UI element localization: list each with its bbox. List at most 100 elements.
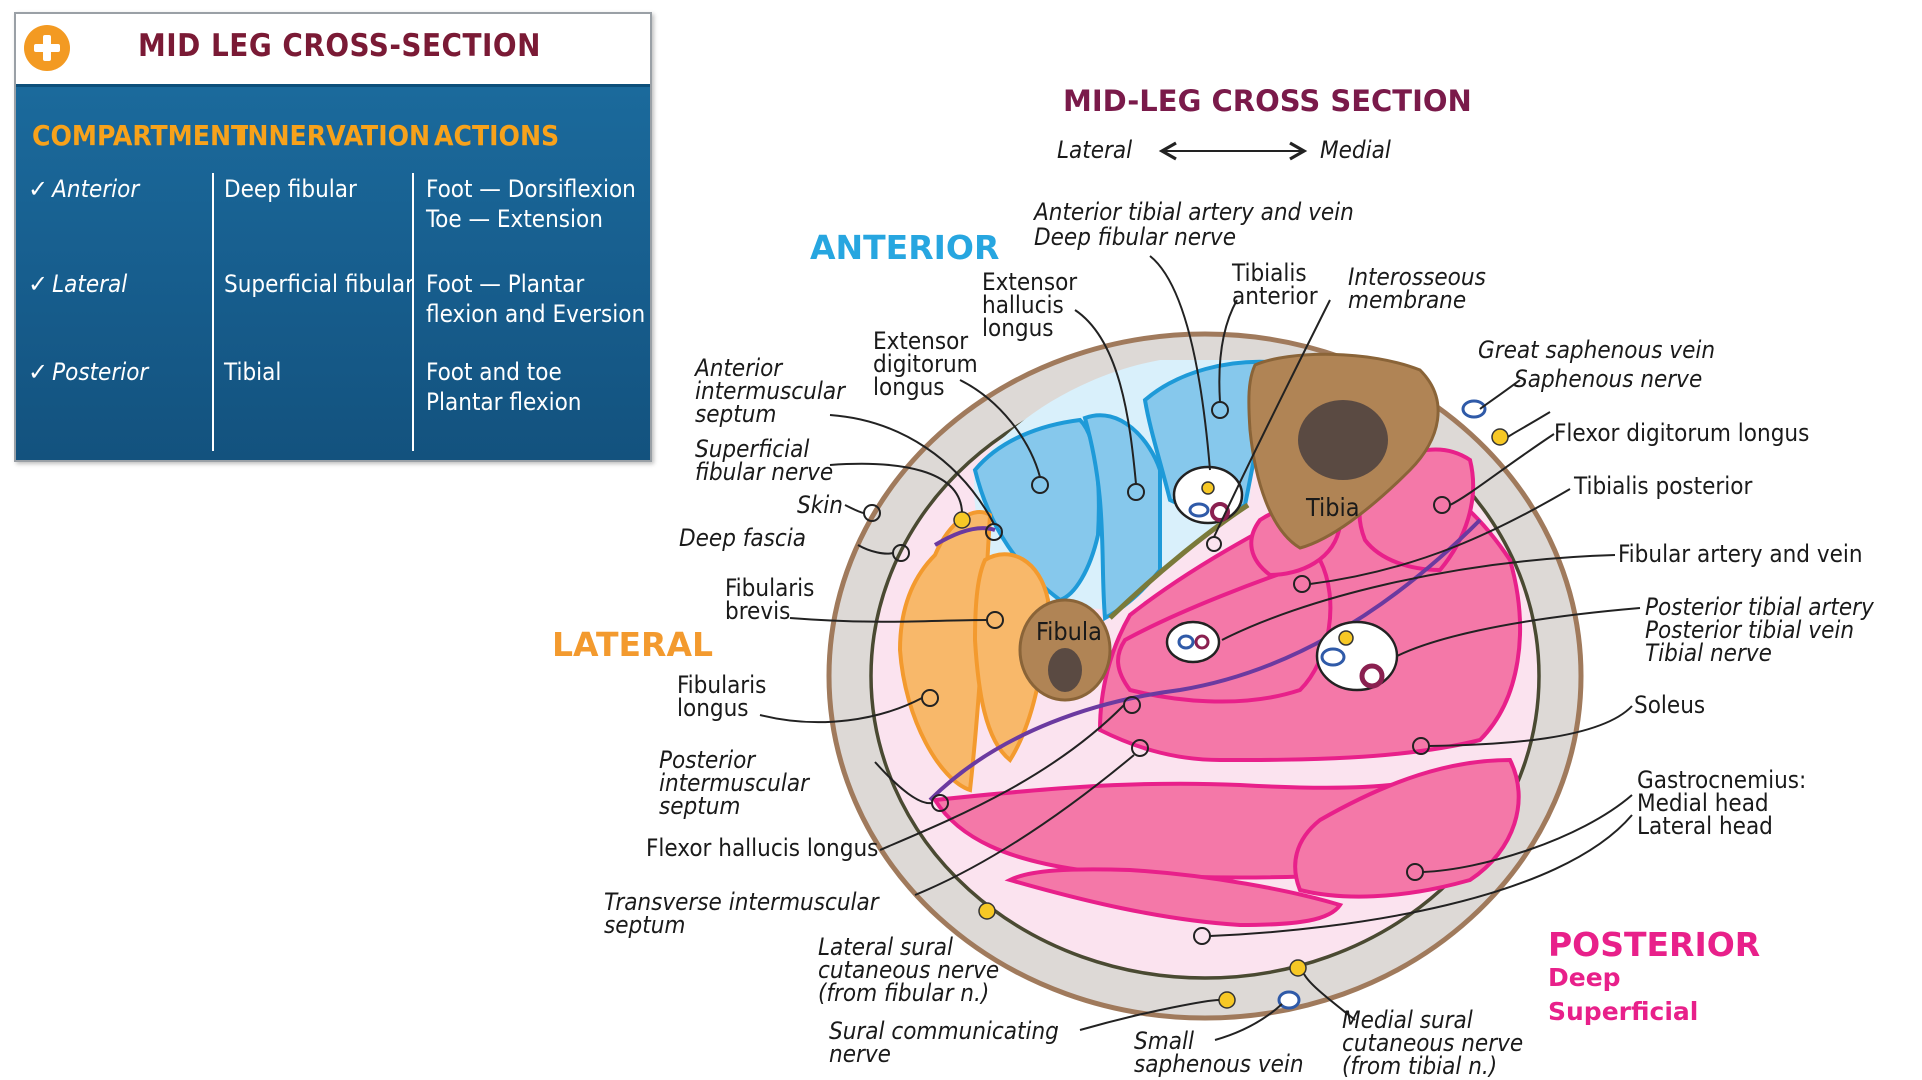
label-small-saphenous-2: saphenous vein bbox=[1134, 1050, 1304, 1078]
label-great-saphenous-vein: Great saphenous vein bbox=[1478, 336, 1716, 364]
anterior-tibial-bundle bbox=[1172, 465, 1244, 525]
transverse-intermuscular-septum bbox=[928, 518, 1482, 802]
axis-lateral-label: Lateral bbox=[1057, 136, 1133, 164]
column-divider bbox=[212, 173, 214, 451]
label-gastrocnemius-lateral: Lateral head bbox=[1637, 812, 1773, 840]
card-header: MID LEG CROSS-SECTION bbox=[16, 14, 650, 87]
tibia-marrow bbox=[1298, 400, 1388, 480]
label-lateral-sural-3: (from fibular n.) bbox=[818, 979, 990, 1007]
label-posterior-tibial-artery: Posterior tibial artery bbox=[1645, 593, 1874, 621]
label-tibial-nerve: Tibial nerve bbox=[1645, 639, 1772, 667]
check-icon: ✓ bbox=[28, 175, 49, 203]
col-header-actions: ACTIONS bbox=[434, 119, 560, 152]
posterior-deep-label: Deep bbox=[1548, 963, 1621, 992]
plus-icon bbox=[24, 25, 70, 71]
label-lateral-sural-1: Lateral sural bbox=[818, 933, 953, 961]
axis-medial-label: Medial bbox=[1320, 136, 1391, 164]
label-superficial-fibular-1: Superficial bbox=[695, 435, 810, 463]
superficial-fibular-nerve-dot bbox=[953, 511, 971, 529]
row-lateral-compartment: ✓Lateral bbox=[28, 270, 128, 298]
row-lateral-action-2: flexion and Eversion bbox=[426, 300, 646, 328]
flexor-hallucis-longus-muscle bbox=[1116, 557, 1333, 704]
fibula-label: Fibula bbox=[1036, 617, 1102, 646]
label-tibialis-posterior: Tibialis posterior bbox=[1574, 472, 1753, 500]
fibular-vein bbox=[1177, 634, 1195, 650]
fibula-marrow bbox=[1048, 648, 1082, 692]
gastrocnemius-medial-head-muscle bbox=[1293, 757, 1521, 899]
card-title: MID LEG CROSS-SECTION bbox=[138, 28, 541, 64]
label-post-intermuscular-3: septum bbox=[659, 792, 741, 820]
row-posterior-action-1: Foot and toe bbox=[426, 358, 562, 386]
summary-card: MID LEG CROSS-SECTION COMPARTMENT INNERV… bbox=[14, 12, 652, 462]
col-header-innervation: INNERVATION bbox=[238, 119, 431, 152]
fibularis-longus-muscle bbox=[897, 509, 993, 793]
label-flexor-digitorum-longus: Flexor digitorum longus bbox=[1554, 419, 1810, 447]
deep-fibular-nerve-dot bbox=[1201, 481, 1215, 495]
label-deep-fibular-nerve: Deep fibular nerve bbox=[1034, 223, 1236, 251]
label-saphenous-nerve: Saphenous nerve bbox=[1514, 365, 1703, 393]
medial-sural-cutaneous-nerve-dot bbox=[1289, 959, 1307, 977]
label-fibularis-longus-1: Fibularis bbox=[677, 671, 767, 699]
row-anterior-innervation: Deep fibular bbox=[224, 175, 357, 203]
label-lateral-sural-2: cutaneous nerve bbox=[818, 956, 1000, 984]
posterior-tibial-artery bbox=[1359, 663, 1385, 689]
card-table: COMPARTMENT INNERVATION ACTIONS ✓Anterio… bbox=[16, 87, 650, 460]
posterior-compartment-label: POSTERIOR bbox=[1548, 925, 1761, 964]
tibia-label: Tibia bbox=[1306, 493, 1360, 522]
label-ehl-2: hallucis bbox=[982, 291, 1064, 319]
label-ant-intermuscular-3: septum bbox=[695, 400, 777, 428]
label-edl-3: longus bbox=[873, 373, 945, 401]
fibular-artery bbox=[1194, 634, 1210, 650]
lateral-compartment-label: LATERAL bbox=[552, 625, 714, 664]
label-tibialis-anterior-1: Tibialis bbox=[1232, 259, 1307, 287]
leader-lines bbox=[759, 255, 1641, 1041]
anterior-compartment-label: ANTERIOR bbox=[810, 228, 1000, 267]
label-fibularis-brevis-1: Fibularis bbox=[725, 574, 815, 602]
anterior-intermuscular-septum bbox=[933, 526, 996, 547]
label-small-saphenous-1: Small bbox=[1134, 1027, 1194, 1055]
label-sural-communicating-1: Sural communicating bbox=[829, 1017, 1059, 1045]
label-soleus: Soleus bbox=[1634, 691, 1706, 719]
row-posterior-innervation: Tibial bbox=[224, 358, 282, 386]
label-edl-1: Extensor bbox=[873, 327, 969, 355]
label-anterior-tibial-vessels: Anterior tibial artery and vein bbox=[1034, 198, 1354, 226]
label-post-intermuscular-1: Posterior bbox=[659, 746, 756, 774]
small-saphenous-vein bbox=[1277, 990, 1301, 1010]
label-sural-communicating-2: nerve bbox=[829, 1040, 891, 1068]
anterior-tibial-vein bbox=[1188, 502, 1210, 518]
col-header-compartment: COMPARTMENT bbox=[32, 119, 249, 152]
diagram-title: MID-LEG CROSS SECTION bbox=[1063, 84, 1472, 118]
row-posterior-compartment: ✓Posterior bbox=[28, 358, 149, 386]
label-transverse-septum-1: Transverse intermuscular bbox=[604, 888, 879, 916]
label-fibular-artery-vein: Fibular artery and vein bbox=[1618, 540, 1863, 568]
row-lateral-innervation: Superficial fibular bbox=[224, 270, 414, 298]
label-edl-2: digitorum bbox=[873, 350, 978, 378]
label-skin: Skin bbox=[797, 491, 843, 519]
posterior-superficial-label: Superficial bbox=[1548, 997, 1699, 1026]
saphenous-nerve-dot bbox=[1491, 428, 1509, 446]
row-anterior-compartment: ✓Anterior bbox=[28, 175, 140, 203]
label-ant-intermuscular-2: intermuscular bbox=[695, 377, 845, 405]
label-fibularis-longus-2: longus bbox=[677, 694, 749, 722]
lateral-sural-cutaneous-nerve-dot bbox=[978, 902, 996, 920]
label-flexor-hallucis-longus: Flexor hallucis longus bbox=[646, 834, 879, 862]
label-medial-sural-1: Medial sural bbox=[1342, 1006, 1473, 1034]
label-transverse-septum-2: septum bbox=[604, 911, 686, 939]
label-post-intermuscular-2: intermuscular bbox=[659, 769, 809, 797]
row-anterior-action-1: Foot — Dorsiflexion bbox=[426, 175, 636, 203]
sural-communicating-nerve-dot bbox=[1218, 991, 1236, 1009]
label-ehl-1: Extensor bbox=[982, 268, 1078, 296]
label-ant-intermuscular-1: Anterior bbox=[695, 354, 783, 382]
row-posterior-action-2: Plantar flexion bbox=[426, 388, 582, 416]
fibularis-brevis-muscle bbox=[972, 552, 1051, 763]
label-posterior-tibial-vein: Posterior tibial vein bbox=[1645, 616, 1855, 644]
great-saphenous-vein bbox=[1461, 399, 1487, 419]
check-icon: ✓ bbox=[28, 270, 49, 298]
label-superficial-fibular-2: fibular nerve bbox=[695, 458, 834, 486]
tibial-nerve-dot bbox=[1338, 630, 1354, 646]
check-icon: ✓ bbox=[28, 358, 49, 386]
posterior-tibial-vein bbox=[1320, 647, 1346, 667]
label-gastrocnemius: Gastrocnemius: bbox=[1637, 766, 1807, 794]
label-interosseous-2: membrane bbox=[1348, 286, 1467, 314]
